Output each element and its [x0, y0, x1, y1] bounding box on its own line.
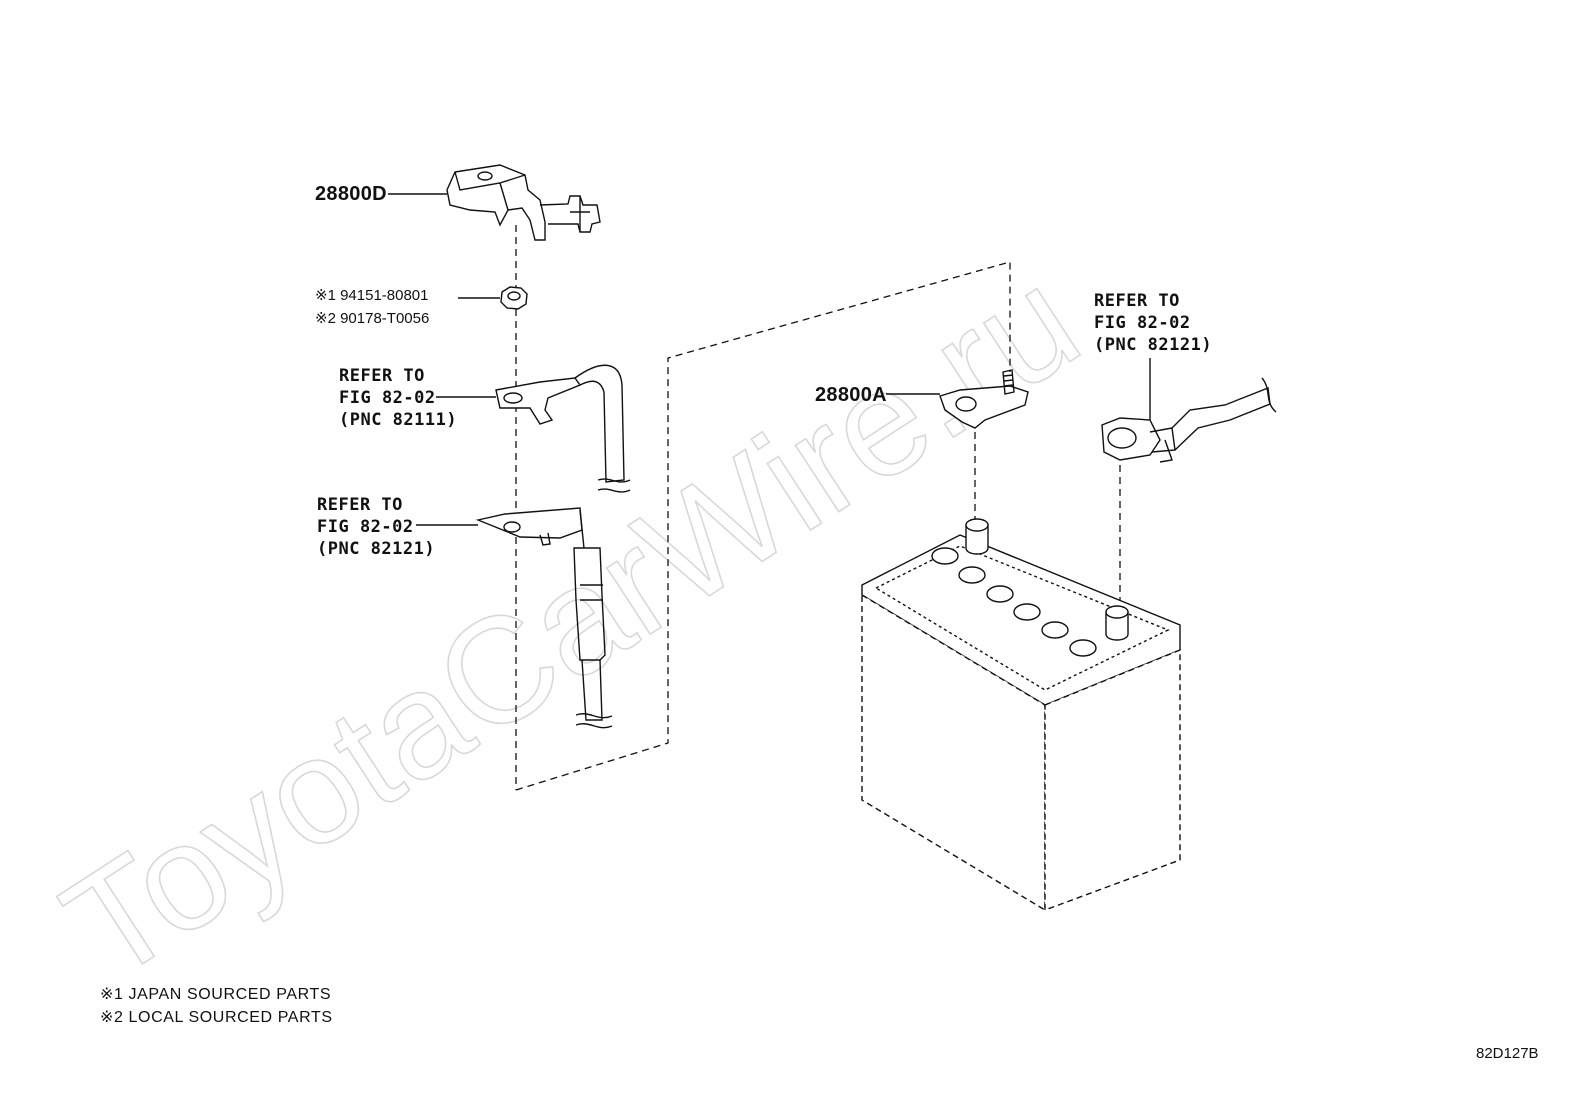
terminal-cover-part [446, 164, 601, 241]
ref-82111-line2: FIG 82-02 [339, 388, 436, 408]
ref-82121-left-line3: (PNC 82121) [317, 539, 435, 559]
nut-icon [500, 286, 528, 310]
ref-82121-left-line2: FIG 82-02 [317, 517, 414, 537]
battery-icon [861, 518, 1181, 912]
ref-82121-right-line1: REFER TO [1094, 291, 1180, 311]
figure-code: 82D127B [1476, 1045, 1539, 1062]
ref-82121-right-line2: FIG 82-02 [1094, 313, 1191, 333]
note-japan-sourced: ※1 JAPAN SOURCED PARTS [100, 986, 331, 1003]
ref-82121-left-line1: REFER TO [317, 495, 403, 515]
cable-terminal-82121-right [1101, 377, 1277, 463]
nut-part-number-1: ※1 94151-80801 [315, 287, 429, 304]
part-number-28800D: 28800D [315, 183, 387, 205]
cable-terminal-82111 [495, 364, 631, 493]
assembly-link-line [515, 261, 1011, 791]
part-number-28800A: 28800A [815, 384, 887, 406]
ref-82111-line1: REFER TO [339, 366, 425, 386]
cable-terminal-82121-left [475, 507, 613, 729]
note-local-sourced: ※2 LOCAL SOURCED PARTS [100, 1009, 333, 1026]
ref-82111-line3: (PNC 82111) [339, 410, 457, 430]
battery-clamp-part [939, 369, 1029, 429]
ref-82121-right-line3: (PNC 82121) [1094, 335, 1212, 355]
nut-part-number-2: ※2 90178-T0056 [315, 310, 429, 327]
